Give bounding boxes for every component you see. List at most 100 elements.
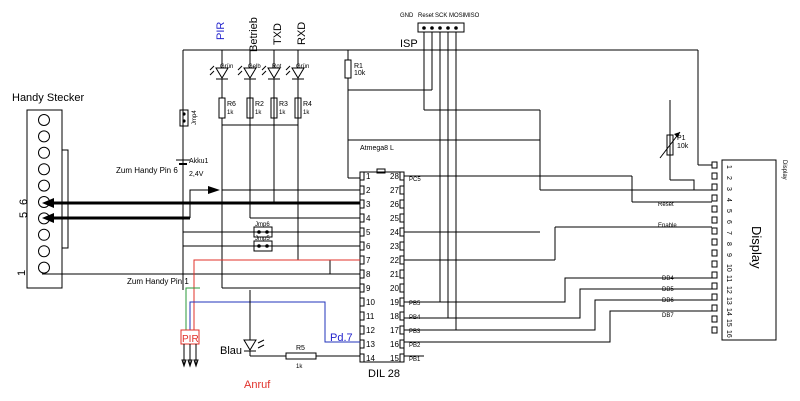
isp-gnd: GND [400, 13, 414, 19]
display-pin-pad [711, 172, 718, 180]
jumper-6: Jmp6 [253, 222, 273, 238]
display-pin-pad [711, 326, 718, 334]
connector-pin [38, 163, 50, 176]
mcu-pin-number: 5 [366, 228, 371, 237]
display-pin-pad [711, 282, 718, 290]
mcu-right-wiring [404, 50, 712, 357]
rxd-label: RXD [296, 22, 308, 45]
display-pin-number: 12 [725, 286, 732, 294]
connector-pin [38, 130, 50, 143]
pb5-label: PB5 [409, 301, 421, 307]
led-icon [291, 67, 305, 79]
mcu-pin-number: 17 [390, 326, 399, 335]
resistor-name: R6 [227, 101, 236, 108]
mcu-pin-number: 6 [366, 242, 371, 251]
display-pin-number: 6 [725, 220, 732, 224]
mcu-pin-pad [359, 325, 365, 335]
connector-pin [38, 261, 50, 274]
handy-arrows [42, 186, 360, 223]
display-pin-pad [711, 304, 718, 312]
pir-wires [185, 259, 360, 343]
display-pin-pad [711, 194, 718, 202]
mcu-pin-number: 13 [366, 340, 375, 349]
isp-reset: Reset [418, 13, 434, 19]
pc5-label: PC5 [409, 177, 421, 183]
enable-label: Enable [658, 223, 677, 229]
mcu-pin-pad [399, 325, 405, 335]
mcu-pin-pad [399, 241, 405, 251]
mcu-pin-pad [359, 297, 365, 307]
r5-name: R5 [296, 345, 305, 352]
db6-label: DB6 [662, 298, 674, 304]
to-pin1-label: Zum Handy Pin 1 [127, 277, 189, 286]
display-pin-pad [711, 293, 718, 301]
resistor [218, 97, 226, 119]
mcu-pin-pad [399, 297, 405, 307]
mcu-pin-number: 18 [390, 312, 399, 321]
mcu-pin-number: 15 [390, 354, 399, 363]
connector-pin [38, 245, 50, 258]
led-color-label: Grün [296, 64, 309, 70]
resistor-value: 1k [303, 110, 310, 116]
display-pin-number: 4 [725, 198, 732, 202]
mcu-pin-pad [359, 185, 365, 195]
mcu-pin-number: 23 [390, 242, 399, 251]
display-pin-number: 15 [725, 319, 732, 327]
isp-title: ISP [400, 38, 418, 50]
isp-miso: MISO [464, 13, 480, 19]
connector-pin [38, 146, 50, 159]
connector-pin [38, 114, 50, 126]
display-pin-number: 10 [725, 264, 732, 272]
resistor-r1: R1 10k [344, 50, 366, 179]
mcu-pin-pad [399, 339, 405, 349]
led-color-label: Grün [220, 64, 233, 70]
pb2-label: PB2 [409, 343, 421, 349]
atmega-chip: Atmega8 L 123456789101112131428272625242… [359, 145, 421, 380]
pin5-label: 5 [18, 212, 30, 218]
to-pin6-label: Zum Handy Pin 6 [116, 166, 178, 175]
mcu-pin-pad [359, 255, 365, 265]
display-pin-number: 11 [725, 275, 732, 282]
mcu-pin-number: 24 [390, 228, 399, 237]
jumper-5: Jmp5 [253, 236, 273, 252]
pir-sensor: PIR [180, 329, 200, 368]
jmp4-label: Jmp4 [192, 110, 198, 125]
mcu-pin-number: 14 [366, 354, 375, 363]
mcu-pin-pad [359, 269, 365, 279]
handy-title: Handy Stecker [12, 92, 84, 104]
pir-box-label: PIR [182, 334, 199, 345]
mcu-pin-pad [399, 213, 405, 223]
display-pin-number: 3 [725, 187, 732, 191]
jmp6-label: Jmp6 [255, 222, 270, 228]
blau-label: Blau [220, 345, 242, 357]
mcu-pin-number: 19 [390, 298, 399, 307]
mcu-pin-number: 28 [390, 172, 399, 181]
display-pin-pad [711, 205, 718, 213]
pir-top-label: PIR [215, 22, 227, 40]
display-pin-pad [711, 161, 718, 169]
mcu-pin-number: 27 [390, 186, 399, 195]
led-color-label: Gelb [248, 64, 261, 70]
mcu-pin-pad [359, 283, 365, 293]
pb3-label: PB3 [409, 329, 421, 335]
led-color-label: Rot [272, 64, 282, 70]
r5-value: 1k [296, 364, 303, 370]
mcu-pin-pad [359, 339, 365, 349]
resistor-value: 1k [255, 110, 262, 116]
mcu-pin-pad [359, 171, 365, 181]
mcu-pin-pad [399, 311, 405, 321]
display-pin-number: 13 [725, 297, 732, 305]
display-pin-pad [711, 315, 718, 323]
display-small-label: Display [781, 160, 787, 180]
mcu-pin-number: 9 [366, 284, 371, 293]
pin6-label: 6 [18, 199, 30, 205]
display-pin-number: 2 [725, 176, 732, 180]
db7-label: DB7 [662, 313, 674, 319]
mcu-pin-pad [359, 311, 365, 321]
display-pin-number: 14 [725, 308, 732, 316]
display-pin-number: 8 [725, 242, 732, 246]
